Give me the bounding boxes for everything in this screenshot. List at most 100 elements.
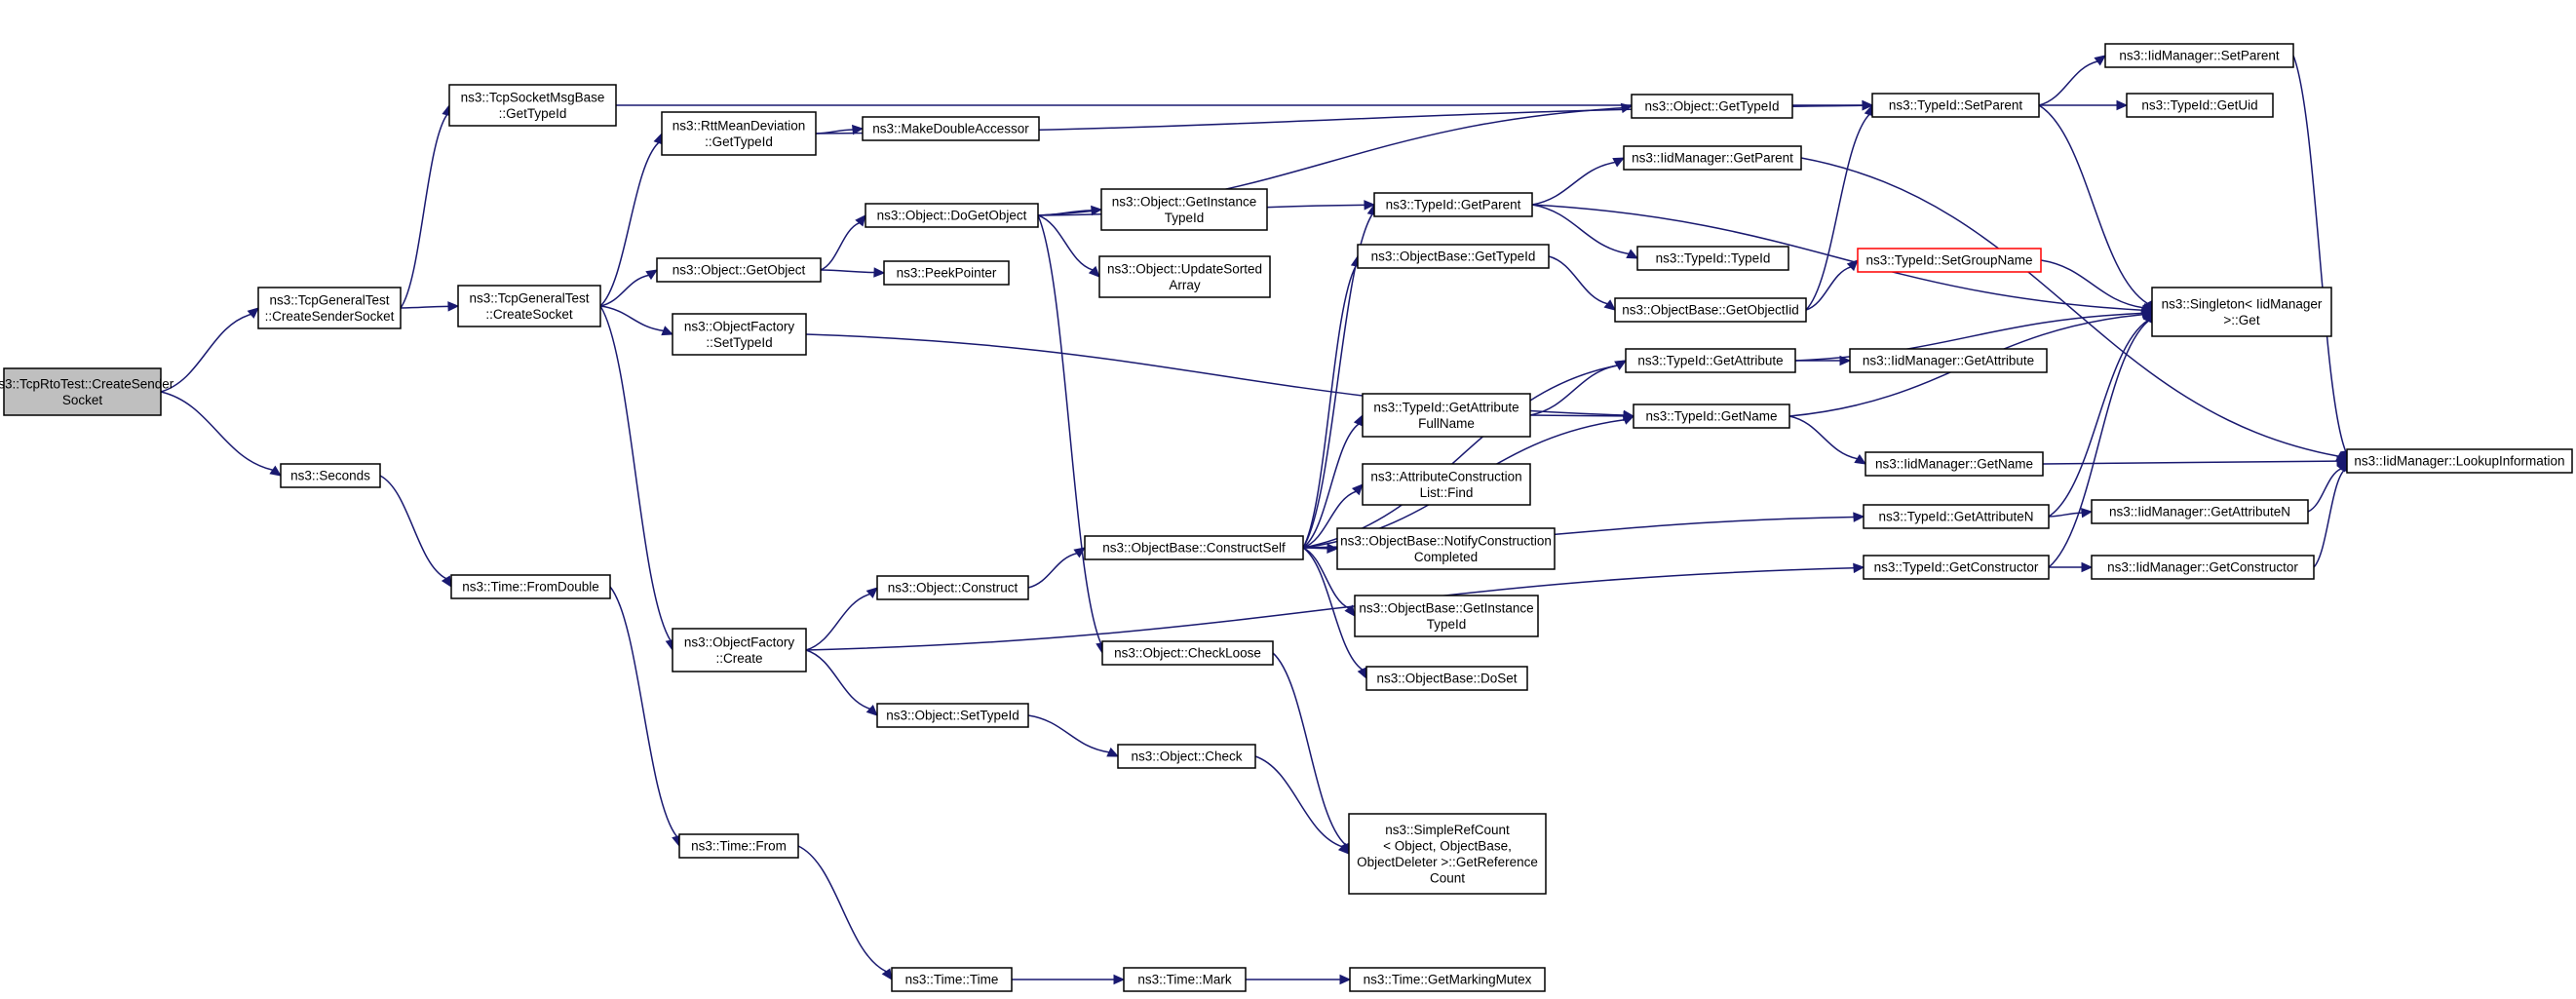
graph-node-peekptr[interactable]: ns3::PeekPointer — [883, 260, 1010, 286]
graph-node-msgbase[interactable]: ns3::TcpSocketMsgBase::GetTypeId — [448, 84, 617, 127]
node-label: ns3::IidManager::GetAttribute — [1863, 354, 2034, 368]
graph-node-ob-gettid[interactable]: ns3::ObjectBase::GetTypeId — [1357, 244, 1550, 269]
edge-tid-getparent-to-iid-getparent — [1531, 157, 1626, 206]
graph-node-ob-doset[interactable]: ns3::ObjectBase::DoSet — [1365, 666, 1528, 691]
edge-line — [599, 141, 660, 307]
edge-line — [820, 222, 860, 271]
edge-line — [1272, 652, 1346, 846]
edge-dogetobject-to-getinst — [1037, 205, 1103, 216]
graph-node-tid-getuid[interactable]: ns3::TypeId::GetUid — [2126, 93, 2274, 118]
graph-node-checkloose[interactable]: ns3::Object::CheckLoose — [1101, 640, 1274, 666]
edge-root-to-gt-css — [160, 307, 259, 393]
graph-node-tid-getname[interactable]: ns3::TypeId::GetName — [1633, 403, 1790, 429]
graph-node-construct[interactable]: ns3::Object::Construct — [876, 575, 1029, 600]
node-box — [661, 111, 817, 156]
edge-line — [2048, 320, 2148, 518]
node-box — [672, 313, 807, 356]
graph-node-gt-cs[interactable]: ns3::TcpGeneralTest::CreateSocket — [457, 285, 601, 327]
graph-node-tid-typeid[interactable]: ns3::TypeId::TypeId — [1636, 246, 1789, 271]
graph-node-getobject[interactable]: ns3::Object::GetObject — [656, 257, 822, 283]
arrowhead — [247, 307, 259, 319]
arrowhead — [1344, 604, 1356, 617]
node-label: ns3::TypeId::GetName — [1645, 409, 1777, 424]
graph-node-iid-getattrn[interactable]: ns3::IidManager::GetAttributeN — [2091, 499, 2309, 524]
graph-node-iid-getname[interactable]: ns3::IidManager::GetName — [1865, 451, 2044, 477]
graph-node-gt-css[interactable]: ns3::TcpGeneralTest::CreateSenderSocket — [257, 287, 402, 329]
edge-line — [1302, 547, 1350, 609]
graph-node-seconds[interactable]: ns3::Seconds — [280, 463, 381, 488]
node-box — [1362, 393, 1531, 438]
graph-node-ob-notify[interactable]: ns3::ObjectBase::NotifyConstructionCompl… — [1336, 527, 1556, 570]
arrowhead — [441, 575, 452, 589]
graph-node-mkdouble[interactable]: ns3::MakeDoubleAccessor — [862, 116, 1040, 141]
graph-node-iid-getattr[interactable]: ns3::IidManager::GetAttribute — [1849, 348, 2048, 373]
graph-node-iid-getparent[interactable]: ns3::IidManager::GetParent — [1623, 145, 1802, 171]
node-box — [1348, 813, 1547, 895]
graph-node-iid-getctor[interactable]: ns3::IidManager::GetConstructor — [2091, 555, 2315, 580]
graph-node-rtt[interactable]: ns3::RttMeanDeviation::GetTypeId — [661, 111, 817, 156]
call-nodes: ns3::TcpRtoTest::CreateSenderSocketns3::… — [0, 43, 2573, 992]
node-label: ::CreateSenderSocket — [265, 309, 395, 324]
graph-node-tid-getattrn[interactable]: ns3::TypeId::GetAttributeN — [1863, 504, 2050, 529]
arrowhead — [1106, 747, 1120, 757]
graph-node-iid-setparent[interactable]: ns3::IidManager::SetParent — [2104, 43, 2294, 68]
graph-node-check[interactable]: ns3::Object::Check — [1117, 744, 1256, 769]
node-label: ns3::ObjectBase::ConstructSelf — [1102, 541, 1286, 556]
edge-tid-getparent-to-tid-typeid — [1531, 204, 1639, 259]
arrowhead — [2140, 302, 2154, 313]
edge-of-create-to-construct — [805, 587, 878, 651]
node-label: ns3::ObjectBase::GetObjectIid — [1622, 303, 1799, 318]
edge-line — [2038, 104, 2148, 304]
graph-node-timefrom[interactable]: ns3::Time::From — [678, 833, 799, 859]
graph-node-refcount[interactable]: ns3::SimpleRefCount< Object, ObjectBase,… — [1348, 813, 1547, 895]
edge-ob-gettid-to-ob-getobjiid — [1548, 255, 1616, 311]
node-box — [1098, 255, 1271, 298]
node-label: >::Get — [2223, 313, 2259, 327]
node-label: ns3::Object::GetTypeId — [1644, 99, 1779, 114]
graph-node-mark[interactable]: ns3::Time::Mark — [1123, 967, 1247, 992]
arrowhead — [1337, 842, 1350, 855]
edge-timefrom-to-timetime — [797, 845, 893, 980]
node-label: ns3::IidManager::SetParent — [2119, 49, 2280, 63]
node-label: ns3::TypeId::GetAttributeN — [1878, 510, 2033, 524]
graph-node-obj-gettid[interactable]: ns3::Object::GetTypeId — [1631, 94, 1793, 119]
graph-node-singleton[interactable]: ns3::Singleton< IidManager>::Get — [2151, 287, 2332, 337]
arrowhead — [1623, 410, 1635, 422]
graph-node-tid-getattr[interactable]: ns3::TypeId::GetAttribute — [1625, 348, 1796, 373]
graph-node-fromdouble[interactable]: ns3::Time::FromDouble — [450, 574, 611, 599]
graph-node-marking[interactable]: ns3::Time::GetMarkingMutex — [1349, 967, 1546, 992]
graph-node-timetime[interactable]: ns3::Time::Time — [891, 967, 1013, 992]
node-box — [1633, 403, 1790, 429]
edge-line — [2048, 320, 2149, 568]
graph-node-iid-lookup[interactable]: ns3::IidManager::LookupInformation — [2346, 448, 2573, 474]
node-label: < Object, ObjectBase, — [1383, 838, 1512, 853]
graph-node-ob-getobjiid[interactable]: ns3::ObjectBase::GetObjectIid — [1614, 297, 1807, 323]
node-box — [862, 116, 1040, 141]
edge-line — [599, 305, 672, 641]
graph-node-of-settype[interactable]: ns3::ObjectFactory::SetTypeId — [672, 313, 807, 356]
arrowhead — [865, 587, 878, 598]
arrowhead — [661, 326, 674, 336]
arrowhead — [1614, 360, 1628, 370]
node-label: ns3::Object::SetTypeId — [886, 709, 1019, 723]
node-label: ns3::MakeDoubleAccessor — [872, 122, 1029, 136]
graph-node-tid-getparent[interactable]: ns3::TypeId::GetParent — [1373, 192, 1533, 217]
edge-seconds-to-fromdouble — [379, 475, 452, 589]
graph-node-tid-getctor[interactable]: ns3::TypeId::GetConstructor — [1863, 555, 2050, 580]
node-label: ns3::ObjectBase::GetInstance — [1359, 600, 1533, 615]
edge-line — [1027, 553, 1078, 589]
graph-node-of-create[interactable]: ns3::ObjectFactory::Create — [672, 628, 807, 672]
node-label: TypeId — [1165, 211, 1205, 225]
graph-node-tid-setparent[interactable]: ns3::TypeId::SetParent — [1871, 93, 2040, 118]
node-label: ns3::Time::GetMarkingMutex — [1364, 973, 1532, 987]
graph-node-tid-setgroup[interactable]: ns3::TypeId::SetGroupName — [1857, 248, 2042, 273]
graph-node-settypeid[interactable]: ns3::Object::SetTypeId — [876, 703, 1029, 728]
graph-node-dogetobject[interactable]: ns3::Object::DoGetObject — [865, 203, 1039, 228]
graph-node-cself[interactable]: ns3::ObjectBase::ConstructSelf — [1084, 535, 1304, 560]
graph-node-root[interactable]: ns3::TcpRtoTest::CreateSenderSocket — [0, 367, 174, 416]
